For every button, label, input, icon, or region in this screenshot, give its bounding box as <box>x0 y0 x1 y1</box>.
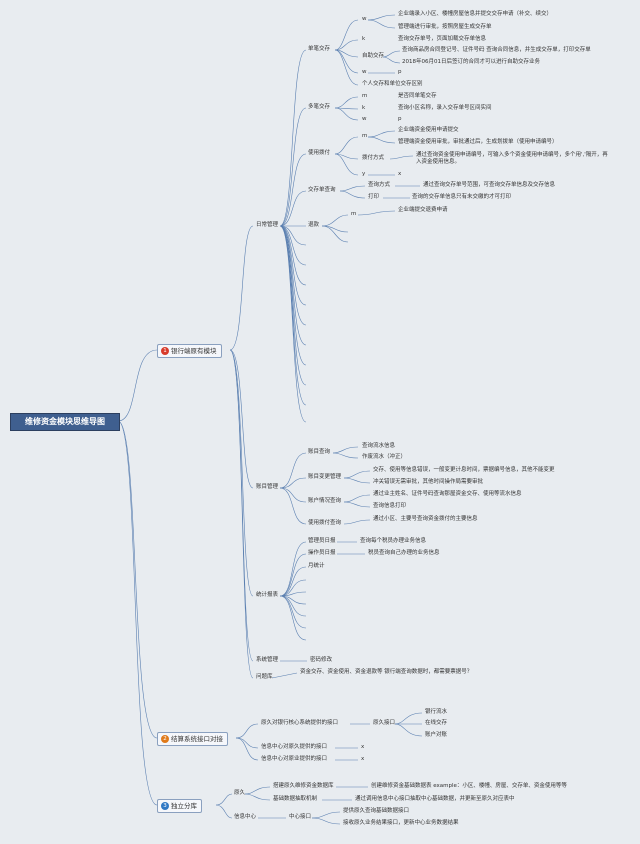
node-build-db: 搭建原久维修资金数据库 <box>273 783 334 789</box>
node-house-query: 账户情况查询 <box>308 498 342 504</box>
node-center-interface: 中心接口 <box>289 814 312 820</box>
branch-label: 银行端原有模块 <box>171 347 217 355</box>
node-text: 企业端资金使用申请提交 <box>398 127 459 133</box>
node-w: w <box>362 16 367 22</box>
node-use-payment: 使用拨付 <box>308 150 331 156</box>
node-text: 2018年06月01日后签订的合同才可以进行自助交存业务 <box>402 59 540 65</box>
node-y: y <box>362 171 366 177</box>
node-refund: 退款 <box>308 222 320 228</box>
node-x: x <box>398 171 402 177</box>
node-text: 查询信息打印 <box>373 503 407 509</box>
node-text: 交存、使用等信息错误，一般变更计息时间，票据编号信息，其他不能变更 <box>373 467 555 473</box>
node-print: 打印 <box>368 194 380 200</box>
node-text: 账户对账 <box>425 732 448 738</box>
node-yj: 原久 <box>234 790 246 796</box>
node-system-mgmt: 系统管理 <box>256 657 279 663</box>
node-text: 创建维修资金基础数据表 example：小区、楼幢、房屋、交存单、资金使用等等 <box>371 783 567 789</box>
node-account-change: 账目变更管理 <box>308 474 342 480</box>
node-deposit-query: 交存单查询 <box>308 187 336 193</box>
node-text: 查询小区名称，录入交存单号区间实间 <box>398 105 492 111</box>
node-stat-report: 统计报表 <box>256 592 279 598</box>
node-single-deposit: 单笔交存 <box>308 46 331 52</box>
node-center-to-yj: 信息中心对原久提供的接口 <box>261 744 328 750</box>
node-daily-mgmt: 日常管理 <box>256 222 279 228</box>
node-text: 冲关错误无需审批，其他时间操作局需要审批 <box>373 479 484 485</box>
node-text: 入资金使用信息。 <box>416 159 461 165</box>
node-manager-daily: 管理员日报 <box>308 538 336 544</box>
node-text: 税员查询自己办理的业务信息 <box>368 550 440 556</box>
node-text: 通过查询资金使用申请编号，可输入多个资金使用申请编号，多个用','隔开，再 <box>416 152 608 158</box>
node-issue-library: 问题库 <box>256 674 273 680</box>
node-p: p <box>398 116 402 122</box>
node-center-to-ye: 信息中心对原业提供的接口 <box>261 756 328 762</box>
node-m: m <box>362 93 368 99</box>
node-w: w <box>362 69 367 75</box>
node-x: x <box>361 756 365 762</box>
node-use-query: 使用拨付查询 <box>308 520 342 526</box>
node-w: w <box>362 116 367 122</box>
node-text: 企业端提交退费申请 <box>398 207 448 213</box>
node-multi-deposit: 多笔交存 <box>308 104 331 110</box>
node-yj-sub: 原久接口 <box>373 720 396 726</box>
branch-label: 结算系统接口对接 <box>171 735 223 743</box>
node-text: 管理端资金使用审批，审批通过后，生成划拨单（使用申请编号） <box>398 139 558 145</box>
node-text: 通过小区、主要号查询资金拨付的主要信息 <box>373 516 478 522</box>
node-text: 接收原久业务结果接口，更新中心业务数据结果 <box>343 820 459 826</box>
node-text: 查询商品房合同登记号、证件号码 查询合同信息，并生成交存单，打印交存单 <box>402 47 591 53</box>
node-text: 通过调用信息中心接口抽取中心基础数据，并更新至原久对应表中 <box>355 796 515 802</box>
node-monthly-stat: 月统计 <box>308 563 325 569</box>
node-text: 管理端进行审批，按照房屋生成交存单 <box>398 24 492 30</box>
node-text: 个人交存和单位交存区别 <box>362 81 423 87</box>
node-p: p <box>398 69 402 75</box>
node-k: k <box>362 105 366 111</box>
root-node: 维修资金模块思维导图 <box>10 413 120 431</box>
node-text: 查询每个税员办理业务信息 <box>360 538 427 544</box>
node-text: 通过业主姓名、证件号码查询那屋资金交存、使用等流水信息 <box>373 491 522 497</box>
node-account-mgmt: 账目管理 <box>256 484 279 490</box>
node-text: 银行流水 <box>425 709 448 715</box>
branch-number-badge: 1 <box>161 347 169 355</box>
node-operator-daily: 操作员日报 <box>308 550 336 556</box>
branch-number-badge: 3 <box>161 802 169 810</box>
node-k: k <box>362 36 366 42</box>
node-extract: 基础数据抽取机制 <box>273 796 318 802</box>
node-text: 查询流水信息 <box>362 443 396 449</box>
node-self-deposit: 自助交存 <box>362 53 385 59</box>
node-text: 是否同单笔交存 <box>398 93 437 99</box>
branch-label: 独立分库 <box>171 802 197 810</box>
node-text: 企业端录入小区、楼幢房屋信息并提交交存申请（补交、续交） <box>398 11 553 17</box>
node-x: x <box>361 744 365 750</box>
node-text: 作废流水（冲正） <box>362 454 407 460</box>
node-yj-interface: 原久对银行核心系统提供的接口 <box>261 720 339 726</box>
node-info-center: 信息中心 <box>234 814 257 820</box>
node-text: 资金交存、资金使用、资金退款等 银行端查询数据时，都需要票据号？ <box>300 669 473 675</box>
node-payment-method: 拨付方式 <box>362 155 385 161</box>
node-text: 在线交存 <box>425 720 448 726</box>
node-query-method: 查询方式 <box>368 182 391 188</box>
node-text: 查询的交存单信息只有未交缴的才可打印 <box>412 194 512 200</box>
node-text: 提供原久查询基础数据接口 <box>343 808 410 814</box>
node-account-query: 账目查询 <box>308 449 331 455</box>
branch-number-badge: 2 <box>161 735 169 743</box>
node-m: m <box>351 211 357 217</box>
node-m: m <box>362 133 368 139</box>
node-text: 密码修改 <box>310 657 333 663</box>
node-text: 查询交存单号，页面加载交存单信息 <box>398 36 487 42</box>
node-text: 通过查询交存单号范围，可查询交存单信息及交存信息 <box>423 182 556 188</box>
